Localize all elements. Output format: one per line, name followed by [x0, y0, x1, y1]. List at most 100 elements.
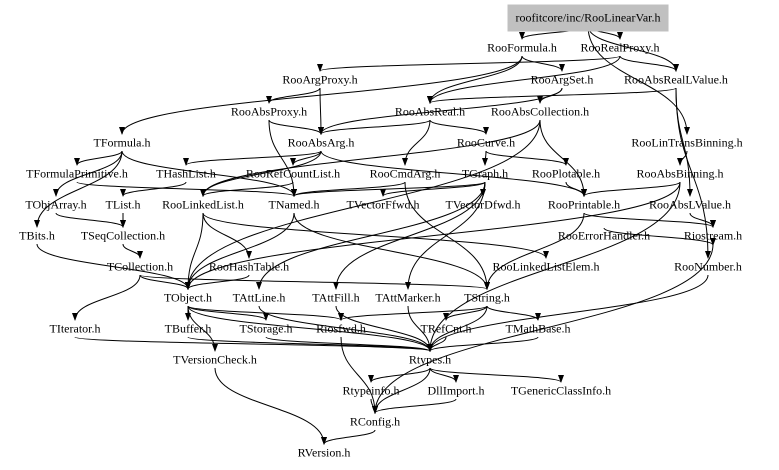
edge-rooabsarg-to-thashlist: [183, 150, 322, 166]
graph-node-tbuffer[interactable]: TBuffer.h: [164, 321, 212, 336]
graph-node-rtypes[interactable]: Rtypes.h: [408, 352, 452, 367]
graph-node-tattmarker[interactable]: TAttMarker.h: [375, 290, 441, 305]
graph-node-tobjarray[interactable]: TObjArray.h: [25, 197, 87, 212]
graph-node-tformulaprimitive[interactable]: TFormulaPrimitive.h: [26, 166, 128, 181]
graph-node-rooplotable[interactable]: RooPlotable.h: [531, 166, 601, 181]
edge-roocurve-to-tgraph: [482, 150, 489, 166]
edge-rooformula-to-tformula: [119, 55, 523, 135]
edge-rooabsreal-to-roocurve: [429, 119, 489, 135]
graph-node-rconfig[interactable]: RConfig.h: [349, 414, 401, 429]
graph-node-tattline[interactable]: TAttLine.h: [232, 290, 286, 305]
edge-tobject-to-rtypes: [187, 305, 433, 352]
edge-roonumber-to-rtypes: [427, 274, 709, 352]
edge-roocmdarg-to-tnamed: [291, 181, 406, 197]
graph-node-rtypeinfo[interactable]: Rtypeinfo.h: [342, 383, 400, 398]
graph-node-rooprintable[interactable]: RooPrintable.h: [547, 197, 621, 212]
edge-rooabsproxy-to-rooabsarg: [268, 119, 324, 135]
edge-rtypes-to-dllimport: [429, 367, 459, 383]
graph-node-roorefcountlist[interactable]: RooRefCountList.h: [245, 166, 341, 181]
graph-node-rooargset[interactable]: RooArgSet.h: [530, 72, 594, 87]
edge-rtypes-to-tgenericclassinfo: [429, 367, 564, 383]
graph-node-root[interactable]: roofitcore/inc/RooLinearVar.h: [507, 4, 669, 32]
edge-tcollection-to-tstring: [139, 274, 490, 290]
graph-node-titerator[interactable]: TIterator.h: [49, 321, 101, 336]
edge-rooargproxy-to-rooabsproxy: [266, 87, 321, 104]
graph-node-roocurve[interactable]: RooCurve.h: [456, 135, 516, 150]
graph-node-roocmdarg[interactable]: RooCmdArg.h: [369, 166, 441, 181]
graph-node-tattfill[interactable]: TAttFill.h: [312, 290, 360, 305]
edge-rooabsarg-to-roorefcountlist: [290, 150, 322, 166]
edge-rooabsreallvalue-to-rooabsreal: [427, 87, 677, 104]
graph-node-roolinkedlist[interactable]: RooLinkedList.h: [162, 197, 244, 212]
graph-node-rooerrorhandler[interactable]: RooErrorHandler.h: [557, 228, 651, 243]
graph-node-tcollection[interactable]: TCollection.h: [106, 259, 174, 274]
graph-node-rooabsreallvalue[interactable]: RooAbsRealLValue.h: [624, 72, 728, 87]
edge-rooabsreallvalue-to-roonumber: [675, 87, 711, 259]
graph-node-rooabslvalue[interactable]: RooAbsLValue.h: [649, 197, 731, 212]
graph-node-trefcnt[interactable]: TRefCnt.h: [420, 321, 472, 336]
graph-node-riosfwd[interactable]: Riosfwd.h: [316, 321, 366, 336]
edge-roolinkedlist-to-roolinkedlistelem: [202, 212, 549, 259]
graph-node-thashlist[interactable]: THashList.h: [156, 166, 216, 181]
graph-node-rooabsreal[interactable]: RooAbsReal.h: [394, 104, 466, 119]
edge-tattline-to-rtypes: [258, 305, 433, 352]
graph-node-rooargproxy[interactable]: RooArgProxy.h: [282, 72, 358, 87]
edge-rooformula-to-rooabsreal: [427, 55, 523, 104]
edge-rooabsarg-to-rooprintable: [320, 150, 587, 197]
graph-node-tobject[interactable]: TObject.h: [163, 290, 213, 305]
graph-node-tstorage[interactable]: TStorage.h: [239, 321, 293, 336]
graph-node-tlist[interactable]: TList.h: [105, 197, 141, 212]
edge-tformula-to-tformulaprimitive: [74, 150, 123, 166]
graph-node-tstring[interactable]: TString.h: [464, 290, 510, 305]
edge-rooabsreal-to-rooabsarg: [318, 119, 431, 135]
edge-riosfwd-to-rconfig: [340, 336, 378, 414]
edge-tbuffer-to-rtypes: [187, 336, 433, 352]
edge-rooabsbinning-to-rtypes: [427, 181, 681, 352]
edge-titerator-to-rtypes: [74, 336, 433, 352]
graph-node-tmathbase[interactable]: TMathBase.h: [505, 321, 571, 336]
graph-node-rversion[interactable]: RVersion.h: [297, 445, 351, 460]
graph-node-rooabscollection[interactable]: RooAbsCollection.h: [490, 104, 590, 119]
graph-node-roolinkedlistelem[interactable]: RooLinkedListElem.h: [492, 259, 600, 274]
graph-node-riostream[interactable]: Riostream.h: [683, 228, 743, 243]
edge-roorealproxy-to-rooabsreallvalue: [619, 55, 679, 72]
edge-tobject-to-tstorage: [187, 305, 269, 321]
graph-node-tversioncheck[interactable]: TVersionCheck.h: [173, 352, 257, 367]
edge-tgraph-to-tvectordfwd: [480, 181, 487, 197]
edge-rooabscollection-to-rooprintable: [539, 119, 587, 197]
edge-rooabsarg-to-roolinkedlist: [200, 150, 322, 197]
graph-node-roonumber[interactable]: RooNumber.h: [674, 259, 742, 274]
edge-rooabsbinning-to-rooprintable: [581, 181, 681, 197]
edge-tgraph-to-tattmarker: [405, 181, 486, 290]
edge-rooprintable-to-tstring: [484, 212, 585, 290]
graph-node-rooabsbinning[interactable]: RooAbsBinning.h: [636, 166, 724, 181]
edge-tcollection-to-titerator: [72, 274, 141, 321]
graph-node-tvectorffwd[interactable]: TVectorFfwd.h: [346, 197, 420, 212]
edge-root-to-roolintransbinning: [587, 25, 690, 135]
edge-tobjarray-to-tseqcollection: [55, 212, 126, 228]
graph-node-tbits[interactable]: TBits.h: [19, 228, 55, 243]
edge-tgraph-to-tvectorffwd: [380, 181, 486, 197]
graph-node-tnamed[interactable]: TNamed.h: [268, 197, 320, 212]
graph-node-dllimport[interactable]: DllImport.h: [427, 383, 485, 398]
graph-node-roorealproxy[interactable]: RooRealProxy.h: [580, 40, 660, 55]
edge-rooplotable-to-rooprintable: [565, 181, 587, 197]
graph-node-rooabsarg[interactable]: RooAbsArg.h: [287, 135, 355, 150]
graph-node-tgraph[interactable]: TGraph.h: [461, 166, 509, 181]
edge-rooabscollection-to-tobject: [185, 119, 541, 290]
graph-node-tformula[interactable]: TFormula.h: [93, 135, 151, 150]
edge-rooabslvalue-to-riostream: [689, 212, 716, 228]
graph-node-tseqcollection[interactable]: TSeqCollection.h: [80, 228, 166, 243]
edge-roohashtable-to-tobject: [185, 274, 250, 290]
edge-roorealproxy-to-rooargproxy: [317, 55, 621, 72]
graph-node-rooabsproxy[interactable]: RooAbsProxy.h: [230, 104, 308, 119]
edge-dllimport-to-rconfig: [372, 398, 457, 414]
graph-node-roohashtable[interactable]: RooHashTable.h: [208, 259, 290, 274]
graph-node-tvectordfwd[interactable]: TVectorDfwd.h: [445, 197, 521, 212]
graph-node-roolintransbinning[interactable]: RooLinTransBinning.h: [631, 135, 743, 150]
edge-tobject-to-tversioncheck: [187, 305, 218, 352]
graph-node-tgenericclassinfo[interactable]: TGenericClassInfo.h: [510, 383, 612, 398]
graph-node-rooformula[interactable]: RooFormula.h: [487, 40, 557, 55]
